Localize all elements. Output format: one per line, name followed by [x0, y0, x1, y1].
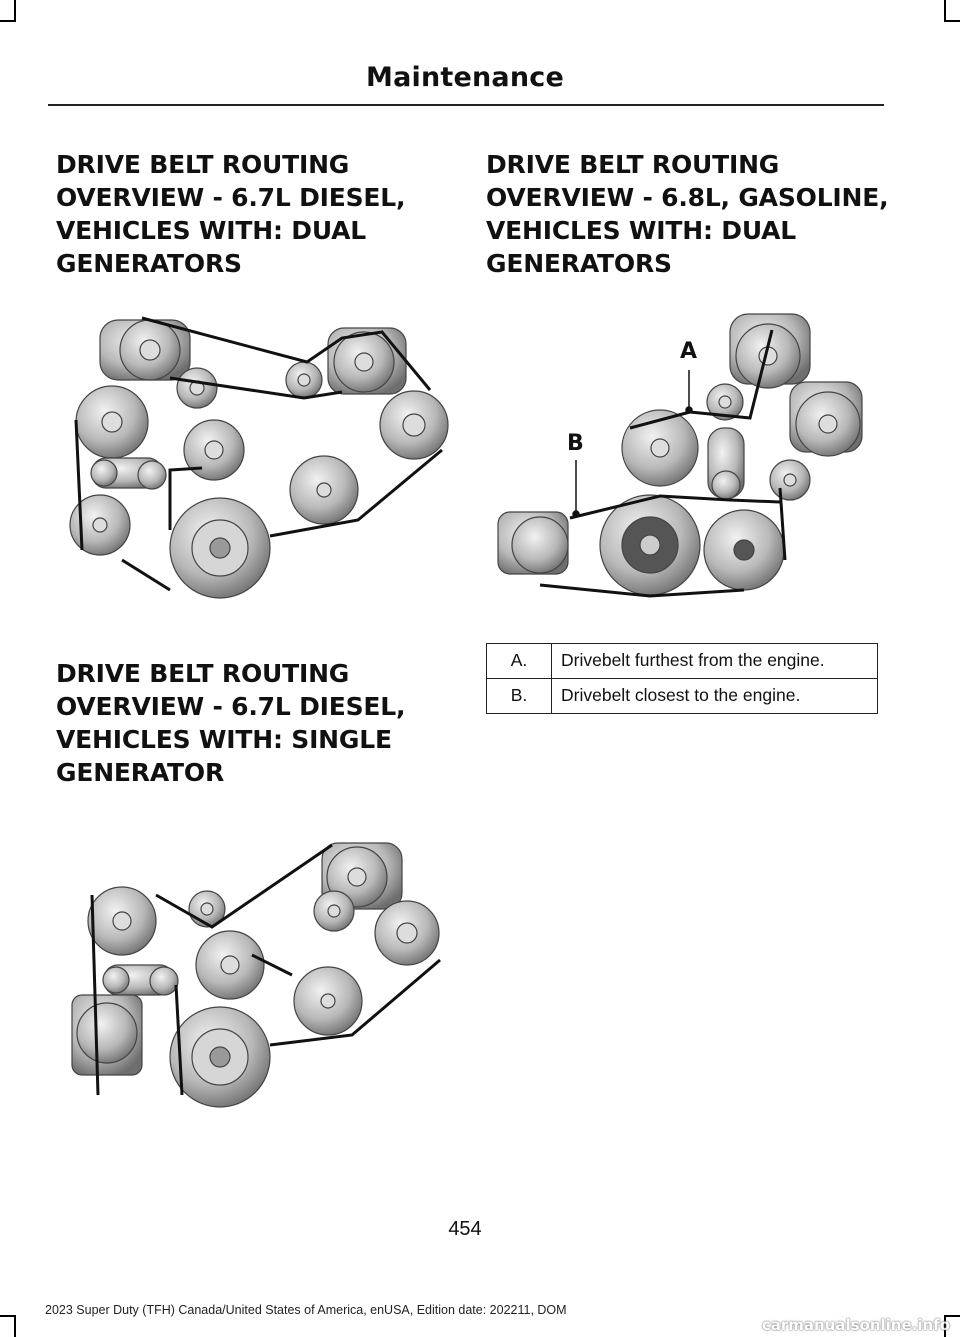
figure-label-a: A	[680, 339, 697, 364]
belt-routing-diagram-diesel-single	[71, 842, 441, 1108]
footer-text: 2023 Super Duty (TFH) Canada/United Stat…	[45, 1303, 567, 1317]
crop-mark	[0, 20, 16, 22]
section-title-diesel-single: DRIVE BELT ROUTING OVERVIEW - 6.7L DIESE…	[56, 659, 406, 787]
crop-mark	[944, 1315, 960, 1317]
legend-row: A. Drivebelt furthest from the engine.	[486, 643, 878, 679]
belt-routing-diagram-diesel-dual	[69, 316, 449, 599]
legend-key: A.	[486, 643, 552, 679]
watermark: carmanualsonline.info	[761, 1316, 950, 1334]
header-rule	[48, 104, 884, 106]
crop-mark	[944, 20, 960, 22]
section-title-diesel-dual: DRIVE BELT ROUTING OVERVIEW - 6.7L DIESE…	[56, 150, 406, 278]
page-header-title: Maintenance	[366, 62, 564, 93]
figure-label-b: B	[567, 431, 584, 456]
crop-mark	[14, 0, 16, 20]
crop-mark	[14, 1317, 16, 1337]
crop-mark	[944, 0, 946, 20]
belt-routing-diagram-gasoline-dual: A B	[497, 313, 863, 598]
legend-text: Drivebelt furthest from the engine.	[551, 643, 878, 679]
legend-table: A. Drivebelt furthest from the engine. B…	[486, 643, 878, 714]
legend-text: Drivebelt closest to the engine.	[551, 678, 878, 714]
page-number: 454	[448, 1218, 482, 1240]
section-title-gasoline-dual: DRIVE BELT ROUTING OVERVIEW - 6.8L, GASO…	[486, 150, 889, 278]
legend-row: B. Drivebelt closest to the engine.	[486, 678, 878, 714]
legend-key: B.	[486, 678, 552, 714]
crop-mark	[0, 1315, 16, 1317]
crop-mark	[944, 1317, 946, 1337]
